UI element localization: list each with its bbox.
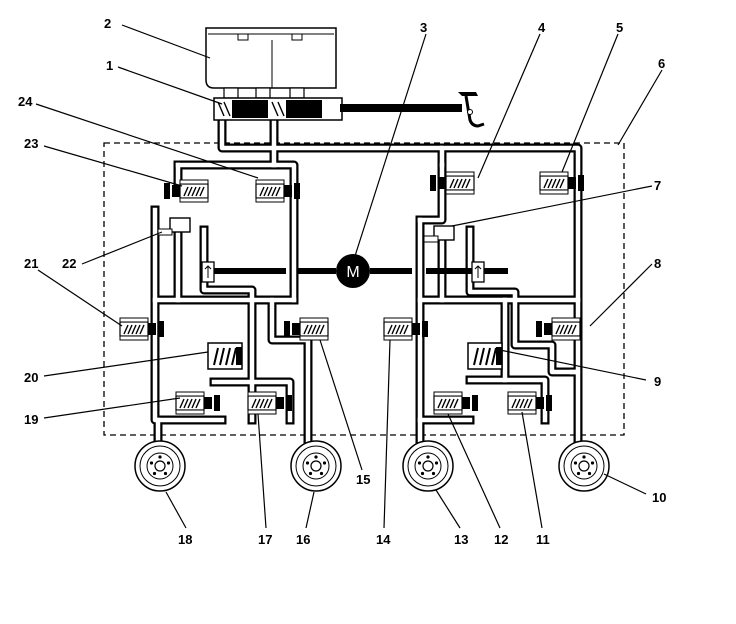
- callout-21: 21: [24, 256, 38, 271]
- pump-piston-left: [201, 261, 215, 283]
- callout-18: 18: [178, 532, 192, 547]
- callout-15: 15: [356, 472, 370, 487]
- callout-8: 8: [654, 256, 661, 271]
- callout-19: 19: [24, 412, 38, 427]
- wheel-18: [134, 440, 186, 492]
- callout-11: 11: [536, 532, 550, 547]
- motor-label: M: [346, 264, 359, 281]
- callout-24: 24: [18, 94, 33, 109]
- callout-3: 3: [420, 20, 427, 35]
- master-cylinder: [213, 97, 462, 121]
- solenoid-valve-4: [429, 171, 475, 195]
- brake-pedal: [458, 92, 485, 128]
- wheel-13: [402, 440, 454, 492]
- callout-20: 20: [24, 370, 38, 385]
- callout-17: 17: [258, 532, 272, 547]
- solenoid-valve-8: [535, 317, 581, 341]
- solenoid-valve-12: [433, 391, 479, 415]
- callout-labels: 2 1 3 4 5 6 24 23 7 21 22 8 20 9 19 15 1…: [18, 16, 666, 547]
- callout-5: 5: [616, 20, 623, 35]
- pump-motor: M: [336, 254, 370, 288]
- callout-14: 14: [376, 532, 391, 547]
- damper-chamber-right: [423, 225, 455, 243]
- leader-lines: [35, 24, 663, 529]
- pump-shaft: [206, 268, 508, 274]
- callout-10: 10: [652, 490, 666, 505]
- hydraulic-modulator-outline: [103, 142, 625, 436]
- callout-1: 1: [106, 58, 113, 73]
- callout-7: 7: [654, 178, 661, 193]
- wheel-10: [558, 440, 610, 492]
- wheel-16: [290, 440, 342, 492]
- brake-fluid-reservoir: [205, 27, 337, 99]
- callout-13: 13: [454, 532, 468, 547]
- solenoid-valve-17: [247, 391, 293, 415]
- accumulator-right: [467, 342, 503, 370]
- callout-23: 23: [24, 136, 38, 151]
- pump-piston-right: [471, 261, 485, 283]
- damper-chamber-left: [157, 217, 191, 236]
- callout-16: 16: [296, 532, 310, 547]
- brake-lines: [150, 115, 583, 445]
- callout-9: 9: [654, 374, 661, 389]
- callout-12: 12: [494, 532, 508, 547]
- solenoid-valve-19: [175, 391, 221, 415]
- callout-2: 2: [104, 16, 111, 31]
- callout-22: 22: [62, 256, 76, 271]
- callout-6: 6: [658, 56, 665, 71]
- accumulator-left: [207, 342, 243, 370]
- callout-4: 4: [538, 20, 546, 35]
